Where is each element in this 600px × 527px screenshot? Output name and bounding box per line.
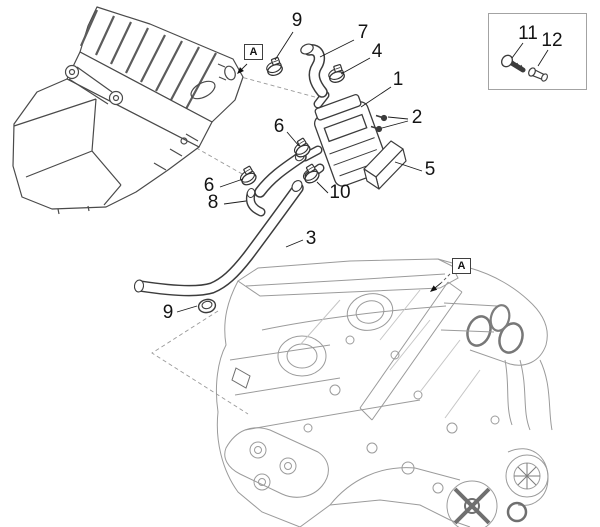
engine-drawing bbox=[215, 258, 553, 527]
bushing-part-12 bbox=[528, 67, 548, 82]
clamp-part-4 bbox=[325, 63, 347, 85]
screw-part-11 bbox=[501, 54, 526, 73]
breather-hose-part-3 bbox=[133, 180, 304, 297]
clamp-part-9-top bbox=[263, 56, 285, 78]
screws-part-2 bbox=[370, 114, 388, 133]
foam-element-part-5 bbox=[363, 140, 407, 190]
clamp-part-6-lower bbox=[236, 165, 259, 188]
hardware-inset-box bbox=[488, 13, 587, 90]
elbow-hose-part-7 bbox=[300, 43, 328, 98]
elbow-fitting-part-8 bbox=[245, 188, 266, 217]
airbox-drawing bbox=[12, 6, 244, 215]
clamp-part-9-lower bbox=[197, 298, 217, 314]
parts-drawing bbox=[133, 43, 548, 314]
